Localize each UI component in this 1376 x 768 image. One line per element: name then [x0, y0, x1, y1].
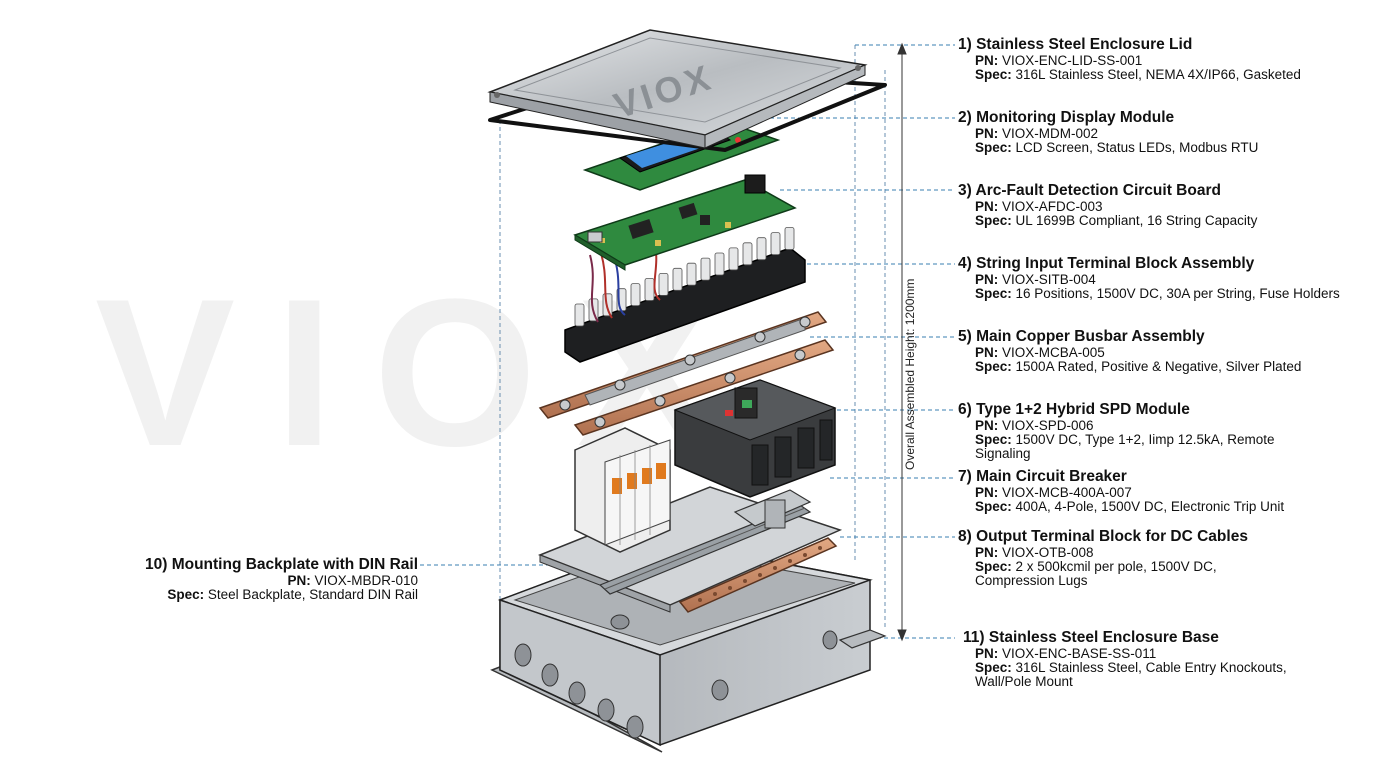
fuse-holder — [756, 237, 767, 261]
arc-fault-circuit-board — [573, 174, 797, 271]
spec-text: LCD Screen, Status LEDs, Modbus RTU — [1015, 140, 1259, 155]
callout-8: 8) Output Terminal Block for DC Cables P… — [958, 528, 1258, 588]
fuse-holder — [784, 227, 795, 250]
callout-4: 4) String Input Terminal Block Assembly … — [958, 255, 1363, 301]
callout-title: 4) String Input Terminal Block Assembly — [958, 255, 1255, 272]
string-input-terminal-block — [564, 227, 806, 363]
enclosure-lid: VIOX — [487, 29, 868, 149]
copper-busbars — [538, 311, 835, 436]
part-number: VIOX-OTB-008 — [1002, 545, 1094, 560]
fuse-holder — [742, 242, 753, 266]
fuse-holder — [770, 232, 781, 256]
spd-module — [574, 427, 671, 553]
part-number: VIOX-SITB-004 — [1002, 272, 1096, 287]
fuse-holder — [700, 257, 711, 281]
callout-10: 10) Mounting Backplate with DIN Rail PN:… — [60, 556, 418, 602]
fuse-holder — [728, 247, 739, 271]
spec-text: 16 Positions, 1500V DC, 30A per String, … — [1015, 286, 1340, 301]
height-dimension-line — [897, 42, 907, 642]
part-number: VIOX-MBDR-010 — [314, 573, 418, 588]
callout-title: 2) Monitoring Display Module — [958, 109, 1175, 126]
fuse-holder — [714, 252, 725, 276]
spec-text: Steel Backplate, Standard DIN Rail — [207, 587, 418, 602]
callout-5: 5) Main Copper Busbar Assembly PN: VIOX-… — [958, 328, 1363, 374]
part-number: VIOX-MCBA-005 — [1002, 345, 1105, 360]
spec-text: 1500A Rated, Positive & Negative, Silver… — [1015, 359, 1302, 374]
spec-text: 400A, 4-Pole, 1500V DC, Electronic Trip … — [1015, 499, 1285, 514]
callout-title: 11) Stainless Steel Enclosure Base — [963, 629, 1219, 646]
dimension-label: Overall Assembled Height: 1200mm — [903, 278, 917, 470]
callout-title: 1) Stainless Steel Enclosure Lid — [958, 36, 1193, 53]
part-number: VIOX-ENC-LID-SS-001 — [1002, 53, 1143, 68]
part-number: VIOX-AFDC-003 — [1002, 199, 1103, 214]
spec-text: 316L Stainless Steel, Cable Entry Knocko… — [975, 660, 1287, 689]
fuse-holder — [630, 283, 641, 307]
output-terminal-block — [678, 489, 838, 613]
callout-title: 5) Main Copper Busbar Assembly — [958, 328, 1205, 345]
spec-text: UL 1699B Compliant, 16 String Capacity — [1015, 213, 1258, 228]
spec-text: 1500V DC, Type 1+2, Iimp 12.5kA, Remote … — [975, 432, 1275, 461]
callout-title: 8) Output Terminal Block for DC Cables — [958, 528, 1248, 545]
callout-title: 10) Mounting Backplate with DIN Rail — [145, 556, 418, 573]
fuse-holder — [672, 267, 683, 291]
part-number: VIOX-ENC-BASE-SS-011 — [1002, 646, 1157, 661]
fuse-holder — [644, 278, 655, 301]
callout-1: 1) Stainless Steel Enclosure Lid PN: VIO… — [958, 36, 1363, 82]
callout-2: 2) Monitoring Display Module PN: VIOX-MD… — [958, 109, 1363, 155]
part-number: VIOX-MCB-400A-007 — [1002, 485, 1132, 500]
spec-text: 2 x 500kcmil per pole, 1500V DC, Compres… — [975, 559, 1217, 588]
callout-7: 7) Main Circuit Breaker PN: VIOX-MCB-400… — [958, 468, 1363, 514]
callout-title: 3) Arc-Fault Detection Circuit Board — [958, 182, 1221, 199]
callout-title: 6) Type 1+2 Hybrid SPD Module — [958, 401, 1190, 418]
part-number: VIOX-SPD-006 — [1002, 418, 1094, 433]
callout-3: 3) Arc-Fault Detection Circuit Board PN:… — [958, 182, 1363, 228]
fuse-holder — [658, 272, 669, 296]
alignment-guides — [499, 45, 886, 630]
fuse-holder — [686, 262, 697, 286]
callout-title: 7) Main Circuit Breaker — [958, 468, 1127, 485]
callout-6: 6) Type 1+2 Hybrid SPD Module PN: VIOX-S… — [958, 401, 1298, 461]
spec-text: 316L Stainless Steel, NEMA 4X/IP66, Gask… — [1015, 67, 1301, 82]
main-circuit-breaker — [673, 379, 837, 498]
callout-11: 11) Stainless Steel Enclosure Base PN: V… — [963, 629, 1323, 689]
part-number: VIOX-MDM-002 — [1002, 126, 1099, 141]
fuse-holder — [574, 303, 585, 327]
